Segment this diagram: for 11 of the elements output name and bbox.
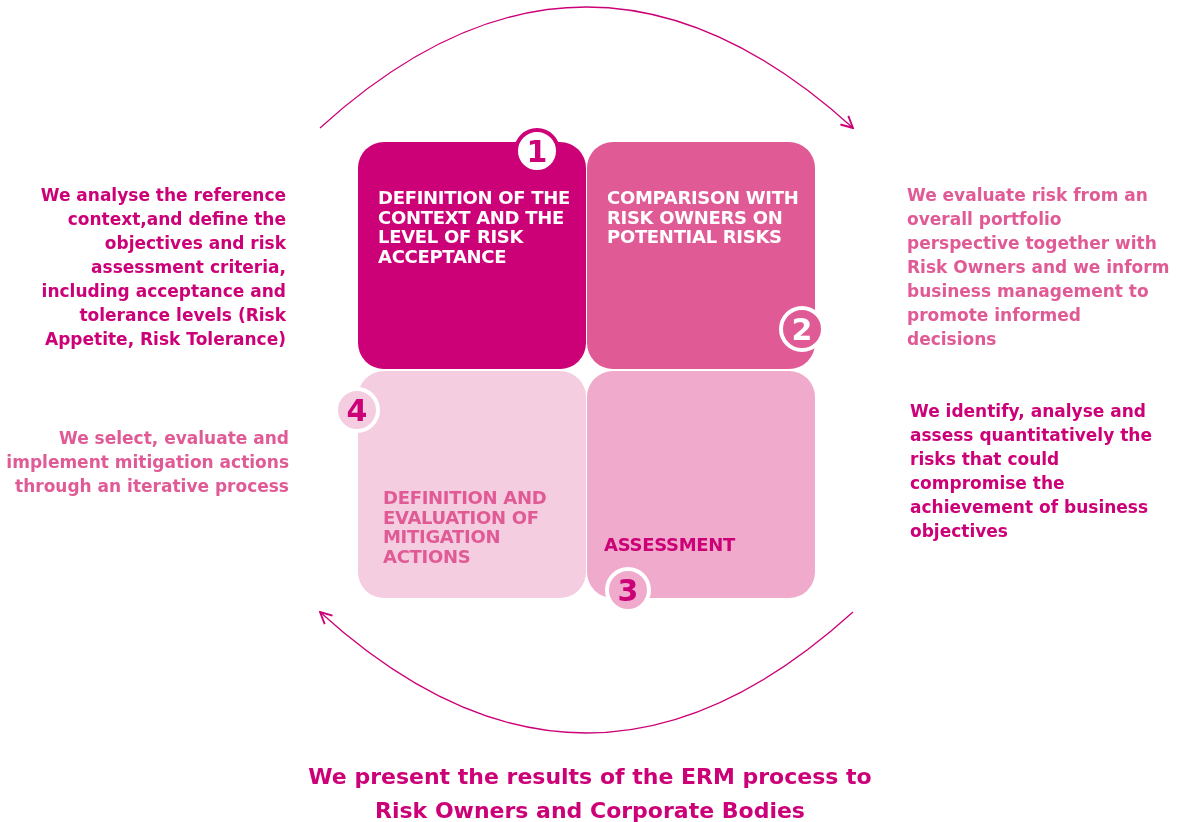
cycle-arrow (319, 6, 854, 129)
description-text: We analyse the reference context,and define the objectives and risk assessment criteria, including acceptance and tolerance levels (Risk Appetite, Risk Tolerance) (39, 184, 286, 351)
description-text: We identify, analyse and assess quantitatively the risks that could compromise the achievement of business objectives (910, 400, 1153, 543)
step-title: DEFINITION OF THE CONTEXT AND THE LEVEL OF RISK ACCEPTANCE (378, 188, 571, 266)
step-title: DEFINITION AND EVALUATION OF MITIGATION ACTIONS (383, 488, 548, 566)
cycle-arrow (319, 611, 854, 734)
description-text: We select, evaluate and implement mitigation actions through an iterative process (5, 427, 289, 498)
caption: We present the results of the ERM process to Risk Owners and Corporate Bodies (307, 763, 873, 822)
step-title: ASSESSMENT (604, 535, 737, 555)
description-text: We evaluate risk from an overall portfolio perspective together with Risk Owners and we inform business management to promote informed decisions (907, 184, 1171, 351)
step-title: COMPARISON WITH RISK OWNERS ON POTENTIAL RISKS (607, 188, 800, 247)
